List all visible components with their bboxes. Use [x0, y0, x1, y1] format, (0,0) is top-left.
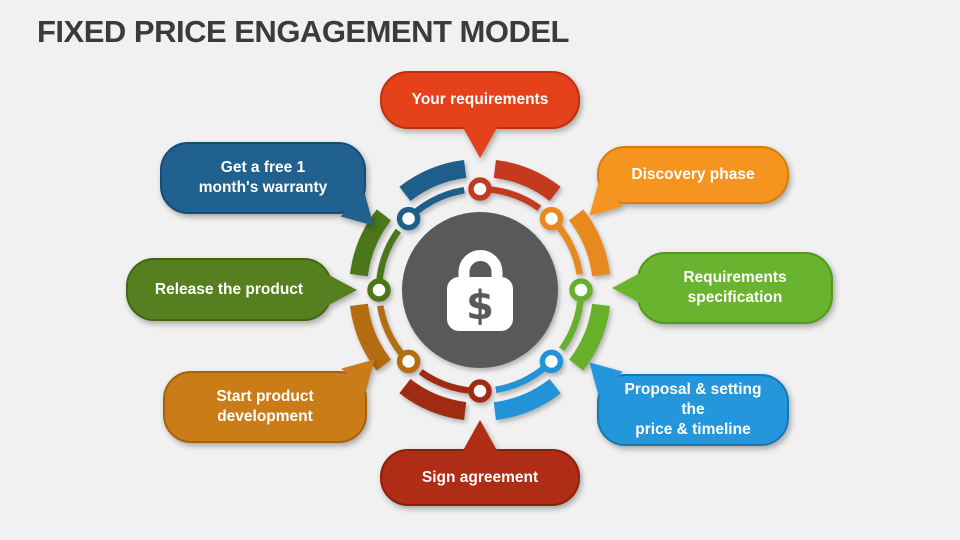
bubble-sign-agreement: Sign agreement: [380, 420, 580, 506]
bubble-label: Discovery phase: [631, 166, 755, 184]
bubble-label: Sign agreement: [421, 468, 539, 486]
center-lock-group: $: [402, 212, 558, 368]
bubble-tail: [612, 272, 642, 304]
bubble-proposal-setting-the-price-timeline: Proposal & setting the price & timeline: [577, 350, 789, 446]
node-your-requirements: [468, 177, 492, 201]
outer-arc-discovery-phase: [568, 209, 611, 277]
bubble-start-product-development: Start product development: [163, 347, 387, 443]
bubble-discovery-phase: Discovery phase: [577, 146, 789, 228]
bubble-tail: [327, 273, 357, 306]
node-start-product-development: [396, 349, 421, 374]
node-proposal-setting-the-price-timeline: [539, 349, 564, 374]
bubble-label: Get a free 1 month's warranty: [198, 159, 328, 196]
bubble-requirements-specification: Requirements specification: [612, 252, 833, 324]
bubble-release-the-product: Release the product: [126, 258, 357, 321]
outer-arc-your-requirements: [493, 159, 561, 202]
page-title: FIXED PRICE ENGAGEMENT MODEL: [37, 14, 569, 49]
node-get-a-free-1-months-warranty: [396, 206, 421, 231]
bubble-tail: [461, 124, 499, 158]
outer-arc-proposal-setting-the-price-timeline: [493, 378, 561, 421]
outer-arc-requirements-specification: [568, 303, 611, 371]
dollar-sign-icon: $: [466, 283, 494, 329]
bubble-your-requirements: Your requirements: [380, 71, 580, 158]
outer-arc-sign-agreement: [399, 378, 467, 421]
outer-arc-release-the-product: [349, 209, 392, 277]
bubble-label: Requirements specification: [683, 269, 787, 306]
outer-arc-start-product-development: [349, 303, 392, 371]
lock-shackle-icon: [458, 250, 503, 291]
node-discovery-phase: [539, 206, 564, 231]
node-sign-agreement: [468, 379, 492, 403]
bubble-tail: [461, 420, 499, 454]
bubble-get-a-free-1-months-warranty: Get a free 1 month's warranty: [160, 142, 386, 238]
bubble-label: Start product development: [216, 388, 314, 425]
bubble-label: Your requirements: [411, 91, 549, 109]
node-release-the-product: [367, 278, 391, 302]
lock-body-icon: [447, 277, 513, 331]
bubble-label: Release the product: [154, 280, 304, 298]
node-requirements-specification: [569, 278, 593, 302]
bubble-label: Proposal & setting the price & timeline: [624, 381, 762, 438]
outer-arc-get-a-free-1-months-warranty: [399, 159, 467, 202]
